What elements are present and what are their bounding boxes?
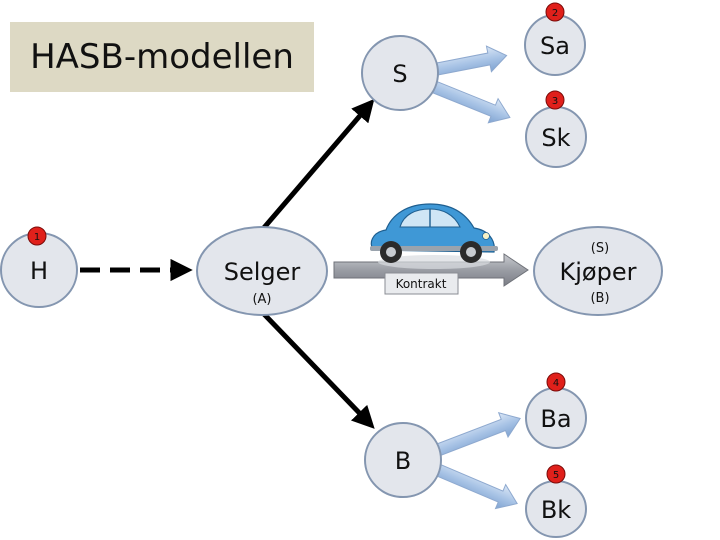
badge-1-label: 1 [34, 232, 40, 243]
node-s: S [361, 35, 439, 111]
badge-3: 3 [545, 90, 565, 110]
node-kjoper: (S) Kjøper (B) [533, 226, 663, 316]
node-selger: Selger (A) [196, 226, 328, 316]
node-h: H [0, 232, 78, 308]
node-s-label: S [392, 60, 407, 88]
node-sk: Sk [525, 106, 587, 168]
arrow-b-to-ba [435, 412, 521, 457]
badge-5: 5 [546, 464, 566, 484]
badge-4: 4 [546, 372, 566, 392]
node-sa-label: Sa [540, 32, 570, 60]
node-selger-sub: (A) [252, 292, 271, 307]
diagram-title: HASB-modellen [30, 37, 294, 77]
badge-1: 1 [27, 226, 47, 246]
badge-3-label: 3 [552, 96, 558, 107]
arrow-s-to-sk [429, 79, 511, 124]
badge-4-label: 4 [553, 378, 559, 389]
node-selger-label: Selger [224, 258, 301, 286]
badge-5-label: 5 [553, 470, 559, 481]
node-ba-label: Ba [540, 405, 571, 433]
arrow-s-to-sa [430, 45, 508, 77]
node-b: B [364, 422, 442, 498]
contract-label-box [384, 272, 459, 295]
node-bk-label: Bk [541, 496, 571, 524]
arrow-selger-to-b [260, 310, 375, 429]
node-bk: Bk [525, 480, 587, 538]
node-b-label: B [395, 447, 411, 475]
badge-2: 2 [545, 2, 565, 22]
contract-label: Kontrakt [396, 277, 447, 291]
node-kjoper-sub-top: (S) [591, 241, 609, 256]
node-h-label: H [30, 257, 48, 285]
node-kjoper-label: Kjøper [560, 258, 637, 286]
node-ba: Ba [525, 387, 587, 449]
arrow-selger-to-s [260, 98, 375, 232]
badge-2-label: 2 [552, 8, 558, 19]
node-kjoper-sub-bottom: (B) [590, 291, 609, 306]
node-sk-label: Sk [541, 124, 570, 152]
title-box: HASB-modellen [10, 22, 314, 92]
arrow-b-to-bk [434, 463, 518, 510]
car-icon [370, 203, 498, 269]
node-sa: Sa [524, 14, 586, 76]
